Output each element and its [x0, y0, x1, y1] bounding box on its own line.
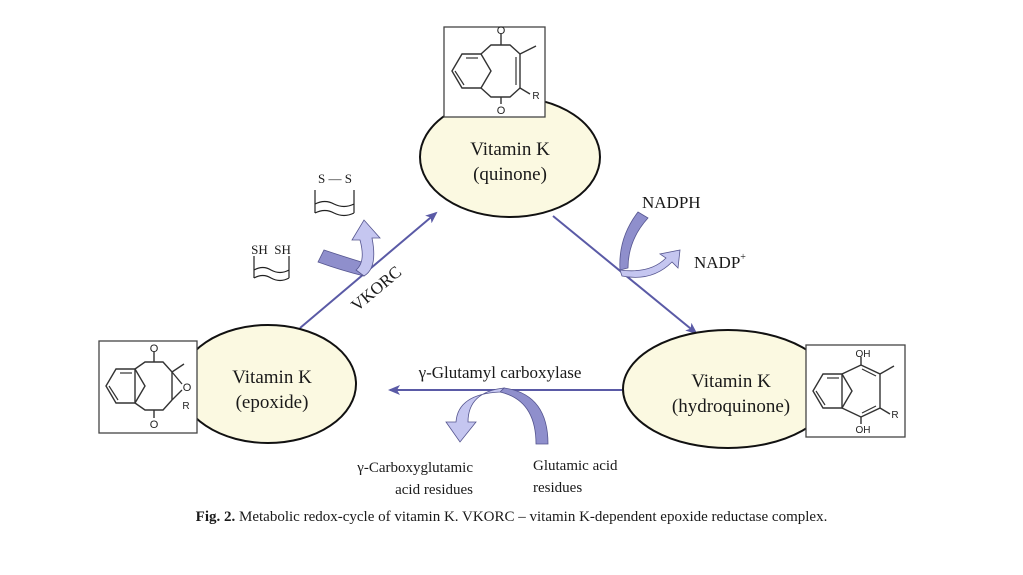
carboxylase-curved-output-arrow	[445, 387, 506, 443]
quinone-r: R	[532, 91, 539, 102]
nadph-label: NADPH	[642, 193, 701, 212]
nadph-reaction: NADPH NADP+	[619, 193, 746, 278]
carboxylase-curved-input-arrow	[499, 387, 549, 445]
carboxylase-output-line2: acid residues	[395, 482, 473, 498]
epoxide-label-line2: (epoxide)	[236, 392, 309, 413]
epoxide-o-ring: O	[183, 382, 192, 394]
epoxide-r: R	[182, 401, 189, 412]
epoxide-o-bottom: O	[150, 419, 159, 431]
vkorc-curved-output-arrow	[351, 219, 381, 277]
epoxide-structure: O O O R	[98, 340, 198, 434]
quinone-o-top: O	[497, 25, 506, 37]
epoxide-o-top: O	[150, 343, 159, 355]
carboxylase-input-line2: residues	[533, 480, 582, 496]
hydroquinone-r: R	[891, 410, 898, 421]
figure-caption-label: Fig. 2.	[195, 509, 236, 525]
nadph-curved-input-arrow	[619, 211, 649, 271]
epoxide-label-line1: Vitamin K	[232, 367, 312, 388]
quinone-o-bottom: O	[497, 105, 506, 117]
vkorc-output-label: S — S	[318, 171, 352, 186]
hydroquinone-oh-top: OH	[856, 349, 871, 360]
nadp-text: NADP	[694, 253, 740, 272]
hydroquinone-label-line1: Vitamin K	[691, 371, 771, 392]
quinone-structure: O O R	[443, 25, 546, 118]
vkorc-input-label: SH SH	[251, 242, 291, 257]
figure-caption: Fig. 2. Metabolic redox-cycle of vitamin…	[0, 509, 1023, 526]
nadph-curved-output-arrow	[619, 249, 681, 278]
carboxylase-input-line1: Glutamic acid	[533, 458, 618, 474]
vkorc-input-protein-icon	[253, 256, 290, 282]
nadp-plus-label: NADP+	[694, 252, 746, 272]
quinone-label-line2: (quinone)	[473, 164, 547, 185]
vkorc-reaction: VKORC SH SH S — S	[251, 171, 405, 315]
hydroquinone-label-line2: (hydroquinone)	[672, 396, 790, 417]
quinone-label-line1: Vitamin K	[470, 139, 550, 160]
hydroquinone-structure: OH OH R	[805, 344, 906, 438]
carboxylase-output-line1: γ-Carboxyglutamic	[356, 460, 473, 476]
carboxylase-reaction: γ-Glutamyl carboxylase γ-Carboxyglutamic…	[356, 363, 618, 498]
figure-caption-text: Metabolic redox-cycle of vitamin K. VKOR…	[235, 509, 828, 525]
vkorc-output-protein-icon	[314, 190, 355, 217]
nadp-superscript: +	[740, 252, 746, 263]
hydroquinone-oh-bottom: OH	[856, 425, 871, 436]
carboxylase-enzyme-label: γ-Glutamyl carboxylase	[418, 363, 582, 382]
